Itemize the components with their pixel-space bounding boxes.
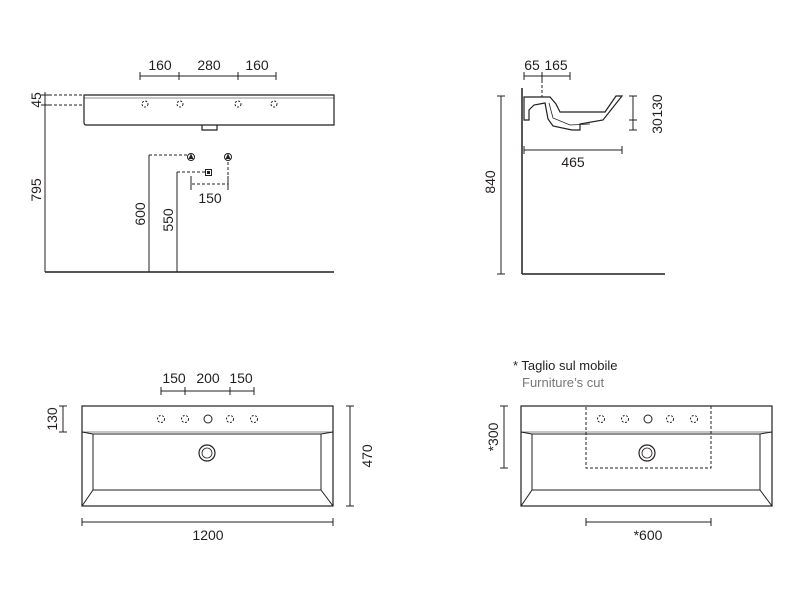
drain-circle-inner — [201, 447, 213, 459]
wall-outlet-icon — [224, 153, 232, 161]
cut-note-title: * Taglio sul mobile — [513, 358, 618, 373]
dim-label-30: 30 — [649, 118, 665, 134]
tap-hole — [250, 415, 258, 423]
top-plan-view — [59, 387, 354, 526]
bowl-outline — [92, 433, 322, 491]
tap-hole-center — [203, 414, 213, 424]
basin-inner-line — [548, 102, 591, 126]
drain-circle-inner — [641, 447, 653, 459]
tap-hole — [690, 415, 698, 423]
dim-label-550: 550 — [160, 208, 176, 232]
drain-outlet-icon — [205, 169, 212, 176]
dim-label-165: 165 — [544, 57, 568, 73]
dim-label-600: 600 — [132, 202, 148, 226]
dim-label-795: 795 — [28, 178, 44, 202]
bowl-edge — [320, 431, 334, 435]
dim-label-465: 465 — [561, 154, 585, 170]
dim-label-150-right: 150 — [229, 370, 253, 386]
cut-note-subtitle: Furniture’s cut — [522, 375, 605, 390]
waste-stub — [201, 125, 218, 131]
tap-hole — [597, 415, 605, 423]
bowl-edge — [759, 489, 773, 507]
tap-hole — [666, 415, 674, 423]
dim-label-65: 65 — [524, 57, 540, 73]
dim-label-150-spacing: 150 — [198, 190, 222, 206]
dim-label-280: 280 — [197, 57, 221, 73]
dim-label-840: 840 — [482, 170, 498, 194]
dim-label-150-left: 150 — [162, 370, 186, 386]
drain-circle — [638, 444, 656, 462]
wall-outlet-icon — [187, 153, 195, 161]
furniture-cut-view — [500, 405, 773, 526]
tap-hole — [181, 415, 189, 423]
dim-label-130-top: 130 — [44, 407, 60, 431]
bowl-edge — [81, 431, 94, 435]
bowl-edge — [759, 431, 773, 435]
water-supply-dashed — [149, 154, 192, 162]
bowl-edge — [520, 489, 533, 507]
basin-plan-outline — [81, 405, 334, 507]
bowl-outline — [531, 433, 761, 491]
basin-section-outline — [523, 95, 624, 131]
tap-hole — [621, 415, 629, 423]
dim-label-cut-600: *600 — [634, 527, 663, 543]
drain-circle — [198, 444, 216, 462]
dim-label-160-left: 160 — [148, 57, 172, 73]
dim-label-160-right: 160 — [245, 57, 269, 73]
basin-front-outline — [83, 94, 335, 126]
front-elevation-view — [41, 72, 335, 273]
basin-plan-outline — [520, 405, 773, 507]
bowl-edge — [520, 431, 533, 435]
dim-label-130-side: 130 — [649, 94, 665, 118]
tap-hole — [226, 415, 234, 423]
tap-hole — [176, 100, 184, 108]
dim-label-45: 45 — [28, 92, 44, 108]
dim-label-200: 200 — [196, 370, 220, 386]
tap-hole — [270, 100, 278, 108]
tap-hole — [157, 415, 165, 423]
side-section-view — [497, 72, 665, 275]
bowl-edge — [81, 489, 94, 507]
bowl-edge — [320, 489, 334, 507]
dim-label-470: 470 — [359, 444, 375, 468]
dim-label-cut-300: *300 — [485, 422, 501, 451]
tap-hole — [234, 100, 242, 108]
dim-label-1200: 1200 — [192, 527, 223, 543]
tap-hole-center — [643, 414, 653, 424]
furniture-cut-outline — [585, 405, 712, 469]
tap-hole — [141, 100, 149, 108]
